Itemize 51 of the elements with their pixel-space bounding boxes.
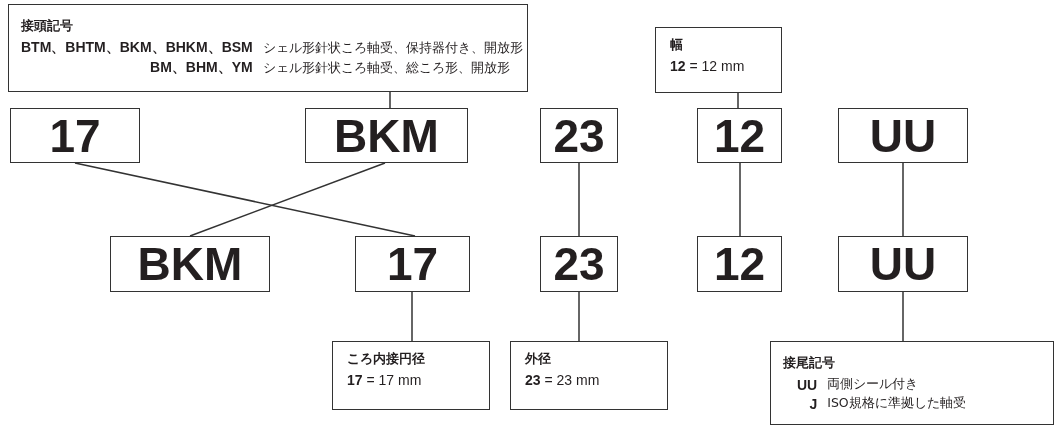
code-box — [355, 236, 470, 292]
description: シェル形針状ころ軸受、保持器付き、開放形 — [262, 39, 523, 57]
heading: 幅 — [670, 36, 684, 54]
connector-line — [189, 162, 386, 237]
heading: 接頭記号 — [21, 17, 74, 35]
code-label: J — [808, 395, 818, 412]
code-box — [10, 108, 140, 163]
value-text: 23 = 23 mm — [525, 372, 601, 388]
connector-line — [902, 162, 904, 237]
connector-line — [389, 91, 391, 109]
code-text: 23 — [553, 112, 605, 159]
code-label: UU — [797, 376, 818, 393]
code-text: 12 — [713, 112, 766, 159]
heading: 外径 — [525, 350, 552, 368]
value-text: 17 = 17 mm — [347, 372, 423, 388]
suffix-legend-box — [770, 341, 1054, 425]
heading: ころ内接円径 — [347, 350, 426, 368]
code-text: 23 — [553, 241, 605, 287]
value-text: 12 = 12 mm — [670, 58, 746, 74]
code-label: BM、BHM、YM — [149, 59, 253, 77]
description: 両側シール付き — [827, 376, 920, 393]
code-text: UU — [869, 112, 937, 159]
description: シェル形針状ころ軸受、総ころ形、開放形 — [262, 59, 511, 77]
connector-line — [902, 291, 904, 342]
legend-box — [332, 341, 490, 410]
code-text: BKM — [137, 241, 243, 287]
code-box — [697, 108, 782, 163]
connector-line — [739, 162, 741, 237]
connector-line — [411, 291, 413, 342]
connector-line — [578, 291, 580, 342]
code-text: 12 — [713, 241, 766, 287]
prefix-legend-box — [8, 4, 528, 92]
code-box — [305, 108, 468, 163]
legend-box — [510, 341, 668, 410]
code-text: 17 — [49, 112, 101, 159]
code-box — [540, 108, 618, 163]
code-box — [540, 236, 618, 292]
connector-line — [578, 162, 580, 237]
code-box — [697, 236, 782, 292]
legend-box — [655, 27, 782, 93]
connector-line — [737, 92, 739, 109]
code-box — [838, 108, 968, 163]
description: ISO規格に準拠した軸受 — [827, 395, 966, 412]
code-box — [110, 236, 270, 292]
code-text: BKM — [334, 112, 439, 159]
heading: 接尾記号 — [783, 354, 836, 372]
connector-line — [74, 162, 416, 237]
code-label: BTM、BHTM、BKM、BHKM、BSM — [21, 39, 253, 57]
code-text: UU — [869, 241, 937, 287]
code-text: 17 — [386, 241, 439, 287]
code-box — [838, 236, 968, 292]
